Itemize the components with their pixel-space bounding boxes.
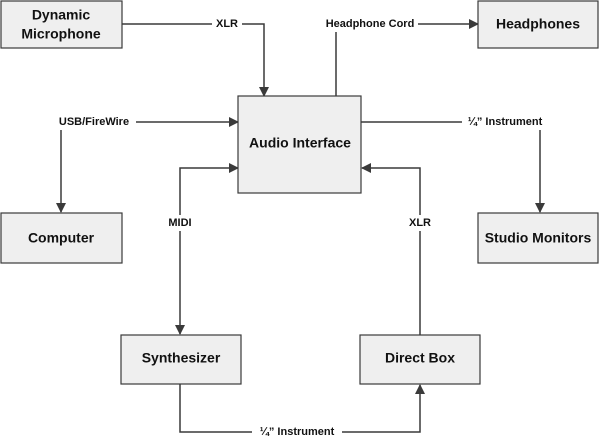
edge-label-synth-instrument: ¼” Instrument bbox=[260, 426, 335, 438]
edge-midi-to-interface bbox=[179, 163, 239, 250]
node-headphones: Headphones bbox=[477, 0, 599, 49]
node-label-direct-box: Direct Box bbox=[385, 350, 455, 366]
edge-interface-to-headphones bbox=[335, 19, 479, 96]
node-studio-monitors: Studio Monitors bbox=[477, 212, 599, 264]
edge-label-monitors-instrument: ¼” Instrument bbox=[468, 116, 543, 128]
edge-label-headphone-cord: Headphone Cord bbox=[326, 18, 415, 30]
node-label-audio-interface: Audio Interface bbox=[249, 135, 351, 151]
edge-interface-to-monitors bbox=[361, 121, 545, 213]
edge-label-mic-xlr: XLR bbox=[216, 18, 238, 30]
node-audio-interface: Audio Interface bbox=[237, 95, 362, 194]
node-dynamic-microphone: Dynamic Microphone bbox=[0, 0, 123, 49]
edge-label-usb-firewire: USB/FireWire bbox=[59, 116, 129, 128]
edge-label-midi: MIDI bbox=[168, 217, 191, 229]
node-label-mic-line1: Dynamic bbox=[32, 7, 91, 23]
edge-mic-to-interface bbox=[122, 23, 269, 97]
node-label-mic-line2: Microphone bbox=[21, 26, 101, 42]
node-label-headphones: Headphones bbox=[496, 16, 580, 32]
node-computer: Computer bbox=[0, 212, 123, 264]
node-label-computer: Computer bbox=[28, 230, 95, 246]
edge-label-directbox-xlr: XLR bbox=[409, 217, 431, 229]
node-label-synthesizer: Synthesizer bbox=[142, 350, 221, 366]
edge-directbox-to-interface bbox=[361, 163, 421, 335]
node-direct-box: Direct Box bbox=[359, 334, 481, 385]
node-synthesizer: Synthesizer bbox=[120, 334, 242, 385]
node-label-studio-monitors: Studio Monitors bbox=[485, 230, 592, 246]
